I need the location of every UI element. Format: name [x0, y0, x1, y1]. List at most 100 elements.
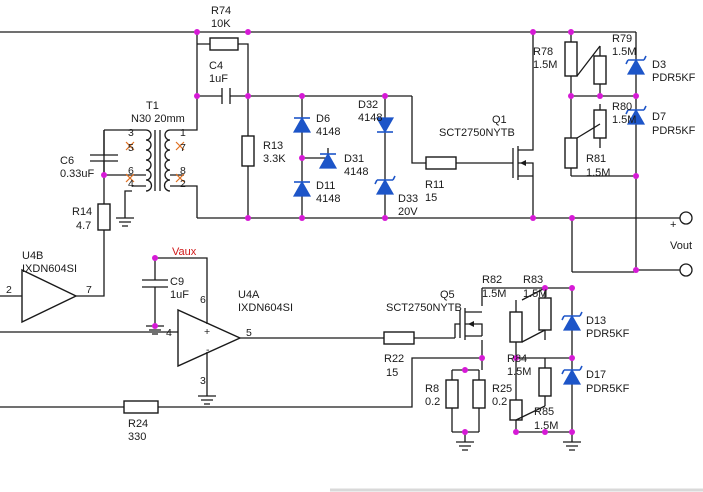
d31-symbol	[318, 152, 338, 169]
u4b-value: IXDN604SI	[22, 263, 77, 275]
q1-symbol	[505, 140, 534, 180]
r14-ref: R14	[72, 206, 92, 218]
capacitors	[90, 88, 231, 300]
u4a-pin-out: 5	[246, 327, 252, 339]
r80-value: 1.5M	[612, 114, 636, 126]
r25-ref: R25	[492, 383, 512, 395]
d3-ref: D3	[652, 59, 666, 71]
r85-ref: R85	[534, 406, 554, 418]
t1-pin-5: 5	[128, 142, 134, 154]
r78-ref: R78	[533, 46, 553, 58]
d11-ref: D11	[316, 180, 335, 192]
r13-body	[241, 135, 255, 167]
d11-symbol	[292, 180, 312, 197]
d13-value: PDR5KF	[586, 328, 630, 340]
vout-label: Vout	[670, 240, 692, 252]
d13-symbol	[561, 311, 583, 331]
r81-value: 1.5M	[586, 167, 610, 179]
r22-ref: R22	[384, 353, 404, 365]
pin-numbers: 3 5 6 4 1 7 8 2 2 7 6 4 5 3 + -	[6, 127, 252, 387]
u4b-pin-out: 7	[86, 284, 92, 296]
c9-symbol	[142, 279, 168, 300]
r74-body	[209, 37, 239, 51]
r25-value: 0.2	[492, 396, 507, 408]
u4b-ref: U4B	[22, 250, 43, 262]
q5-symbol	[454, 308, 483, 340]
r22-value: 15	[386, 367, 398, 379]
r8-value: 0.2	[425, 396, 440, 408]
ground-u4a	[198, 395, 216, 405]
d7-value: PDR5KF	[652, 125, 696, 137]
r85-value: 1.5M	[534, 420, 558, 432]
vout-plus-terminal[interactable]	[679, 211, 693, 225]
r11-body	[425, 156, 457, 170]
d17-symbol	[561, 365, 583, 385]
d11-value: 4148	[316, 193, 340, 205]
diodes	[292, 55, 647, 385]
t1-pin-2: 2	[180, 178, 186, 190]
d17-value: PDR5KF	[586, 383, 630, 395]
r14-body	[97, 203, 111, 231]
d33-symbol	[374, 175, 396, 195]
r83-value: 1.5M	[523, 288, 547, 300]
r74-value: 10K	[211, 18, 231, 30]
r81-ref: R81	[586, 153, 606, 165]
r25-body	[472, 379, 486, 409]
vout-plus-sign: +	[670, 219, 676, 231]
r24-body	[123, 400, 159, 414]
r79-body	[593, 55, 607, 85]
u4b-pin-in: 2	[6, 284, 12, 296]
d6-ref: D6	[316, 113, 330, 125]
r83-ref: R83	[523, 274, 543, 286]
c9-ref: C9	[170, 276, 184, 288]
r82-value: 1.5M	[482, 288, 506, 300]
u4a-minus-sign: -	[206, 344, 210, 356]
c6-value: 0.33uF	[60, 168, 95, 180]
r24-ref: R24	[128, 418, 148, 430]
u4a-ref: U4A	[238, 289, 260, 301]
u4a-value: IXDN604SI	[238, 302, 293, 314]
r78-value: 1.5M	[533, 59, 557, 71]
t1-pin-6: 6	[128, 165, 134, 177]
r22-body	[383, 331, 415, 345]
vaux-net-label: Vaux	[172, 246, 197, 258]
r84-value: 1.5M	[507, 366, 531, 378]
q5-ref: Q5	[440, 289, 455, 301]
d31-value: 4148	[344, 166, 368, 178]
t1-symbol	[125, 129, 185, 192]
junctions	[101, 29, 639, 435]
r82-ref: R82	[482, 274, 502, 286]
r84-ref: R84	[507, 353, 527, 365]
vout-minus-terminal[interactable]	[679, 263, 693, 277]
r85-body	[509, 399, 523, 421]
u4a-plus-sign: +	[204, 326, 210, 338]
r78-body	[564, 41, 578, 77]
d33-ref: D33	[398, 193, 418, 205]
t1-pin-8: 8	[180, 165, 186, 177]
u4a-pin-in: 4	[166, 327, 172, 339]
r11-ref: R11	[425, 179, 444, 191]
grounds	[116, 190, 581, 451]
d13-ref: D13	[586, 315, 606, 327]
r82-body	[509, 311, 523, 343]
component-labels: R74 10K C4 1uF T1 N30 20mm C6 0.33uF R14…	[22, 5, 696, 443]
c4-symbol	[221, 88, 231, 104]
c9-value: 1uF	[170, 289, 189, 301]
u4a-pin-vcc: 6	[200, 294, 206, 306]
u4b-symbol	[21, 268, 78, 324]
c4-value: 1uF	[209, 73, 228, 85]
c6-ref: C6	[60, 155, 74, 167]
r79-ref: R79	[612, 33, 632, 45]
r81-body	[564, 137, 578, 169]
d32-value: 4148	[358, 112, 382, 124]
r80-ref: R80	[612, 101, 632, 113]
ground-d17	[563, 441, 581, 451]
r13-ref: R13	[263, 140, 283, 152]
d3-value: PDR5KF	[652, 72, 696, 84]
wires	[0, 31, 680, 442]
ground-r8	[456, 441, 474, 451]
r11-value: 15	[425, 192, 437, 204]
q5-value: SCT2750NYTB	[386, 302, 462, 314]
r84-body	[538, 367, 552, 397]
